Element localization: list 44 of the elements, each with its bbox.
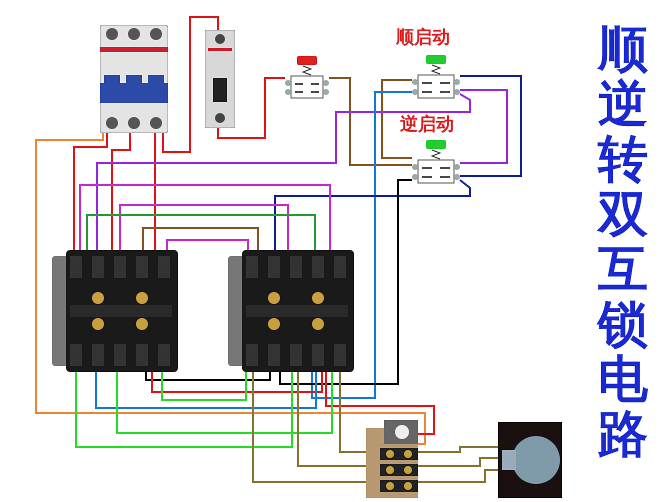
wire: [161, 372, 247, 401]
wire: [142, 227, 259, 250]
wire: [111, 133, 131, 250]
wire: [154, 133, 156, 250]
wire: [162, 16, 219, 153]
wire: [339, 372, 366, 453]
wire: [297, 372, 366, 467]
push-button-drawing: [412, 55, 460, 100]
wire: [252, 372, 366, 483]
motor-drawing: [498, 422, 562, 498]
wire: [418, 457, 498, 467]
button-caption: 逆启动: [400, 113, 454, 136]
wire: [79, 184, 331, 250]
diagram-title: 顺逆转双互锁电路: [598, 22, 648, 462]
wire: [274, 179, 471, 250]
wire: [381, 79, 412, 159]
wire: [217, 77, 285, 139]
contactor-drawing: [228, 250, 354, 372]
wire: [35, 132, 426, 445]
wire: [116, 372, 333, 434]
contactor-drawing: [52, 250, 178, 372]
wire: [329, 77, 412, 166]
wire: [460, 75, 522, 177]
push-button-drawing: [285, 56, 329, 100]
wire: [96, 93, 471, 250]
wire: [279, 179, 412, 385]
wire: [95, 372, 317, 409]
wire: [119, 204, 289, 250]
button-caption: 顺启动: [396, 26, 450, 49]
thermal-relay-drawing: [366, 420, 418, 498]
push-button-drawing: [412, 140, 460, 185]
wire: [325, 372, 435, 435]
wire: [166, 239, 249, 250]
wire: [151, 372, 323, 393]
wire: [418, 469, 498, 483]
wire: [311, 91, 412, 399]
single-pole-breaker-drawing: [205, 30, 235, 128]
wire: [86, 214, 316, 250]
wire: [460, 89, 508, 164]
circuit-breaker-drawing: [100, 25, 168, 133]
wire: [73, 133, 108, 250]
wire: [145, 372, 271, 381]
wire: [418, 446, 498, 453]
wire: [75, 372, 293, 448]
